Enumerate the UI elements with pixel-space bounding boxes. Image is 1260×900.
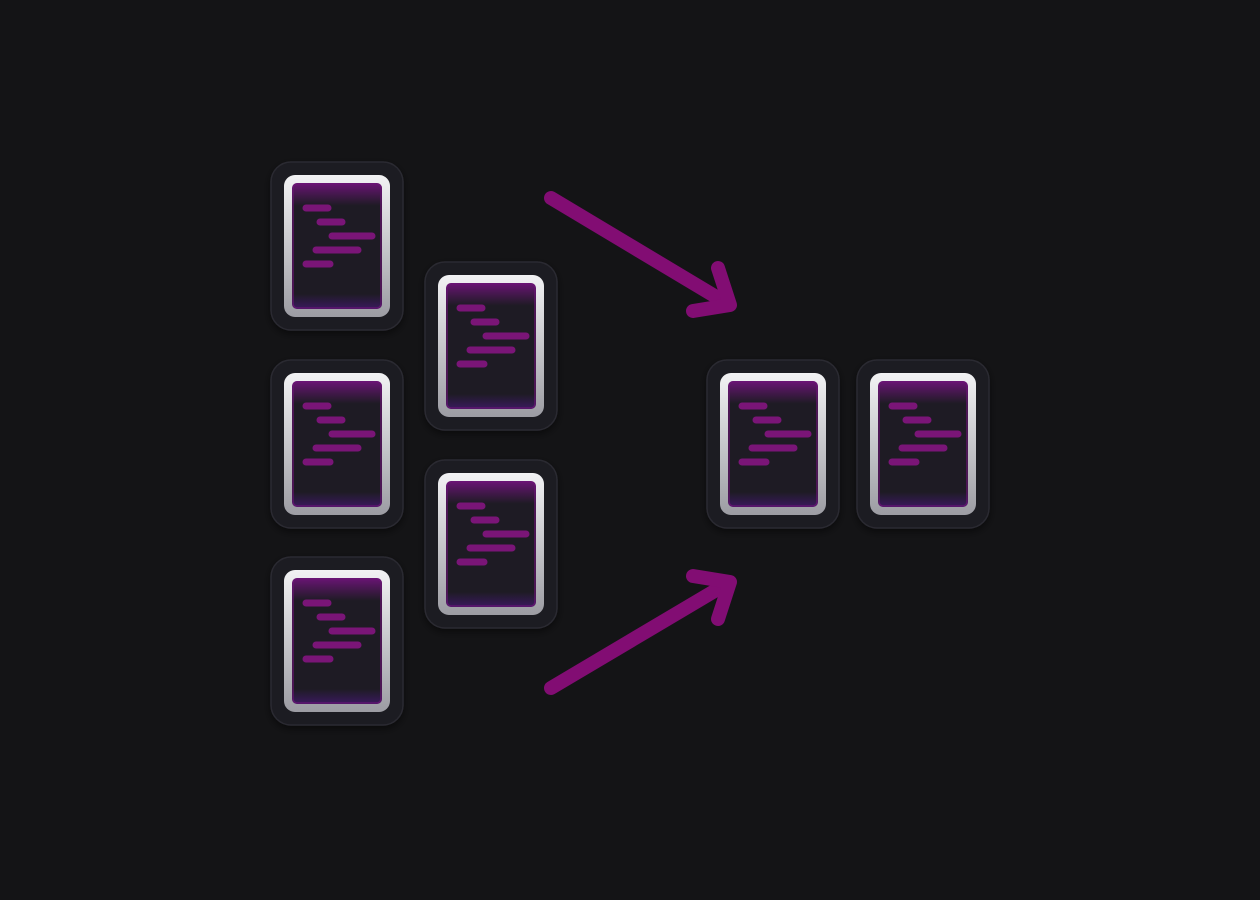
document-page-border	[728, 381, 818, 507]
document-page	[446, 481, 536, 607]
output-documents	[706, 359, 990, 529]
document-page	[728, 381, 818, 507]
document-page-border	[292, 578, 382, 704]
source-file-5	[424, 459, 558, 629]
arrows	[544, 191, 737, 695]
source-file-3	[270, 556, 404, 726]
document-page	[878, 381, 968, 507]
lower-arrow	[544, 569, 737, 695]
source-file-1	[270, 161, 404, 331]
document-page	[292, 578, 382, 704]
arrow-head	[686, 261, 737, 318]
document-page-border	[878, 381, 968, 507]
upper-arrow	[544, 191, 737, 318]
document-page	[446, 283, 536, 409]
arrow-head	[686, 569, 737, 626]
document-page-border	[292, 381, 382, 507]
arrow-shaft	[544, 576, 735, 695]
output-file-1	[706, 359, 840, 529]
arrow-right-icon	[544, 191, 737, 318]
source-documents	[270, 161, 558, 726]
code-file-icon	[284, 373, 390, 515]
source-file-4	[424, 261, 558, 431]
output-file-2	[856, 359, 990, 529]
arrow-right-icon	[544, 569, 737, 695]
document-page-border	[292, 183, 382, 309]
code-file-icon	[284, 175, 390, 317]
code-file-icon	[438, 275, 544, 417]
document-page	[292, 381, 382, 507]
code-file-icon	[438, 473, 544, 615]
source-file-2	[270, 359, 404, 529]
code-file-icon	[720, 373, 826, 515]
document-page-border	[446, 283, 536, 409]
document-page	[292, 183, 382, 309]
code-file-icon	[284, 570, 390, 712]
code-file-icon	[870, 373, 976, 515]
arrow-shaft	[544, 191, 735, 311]
document-page-border	[446, 481, 536, 607]
